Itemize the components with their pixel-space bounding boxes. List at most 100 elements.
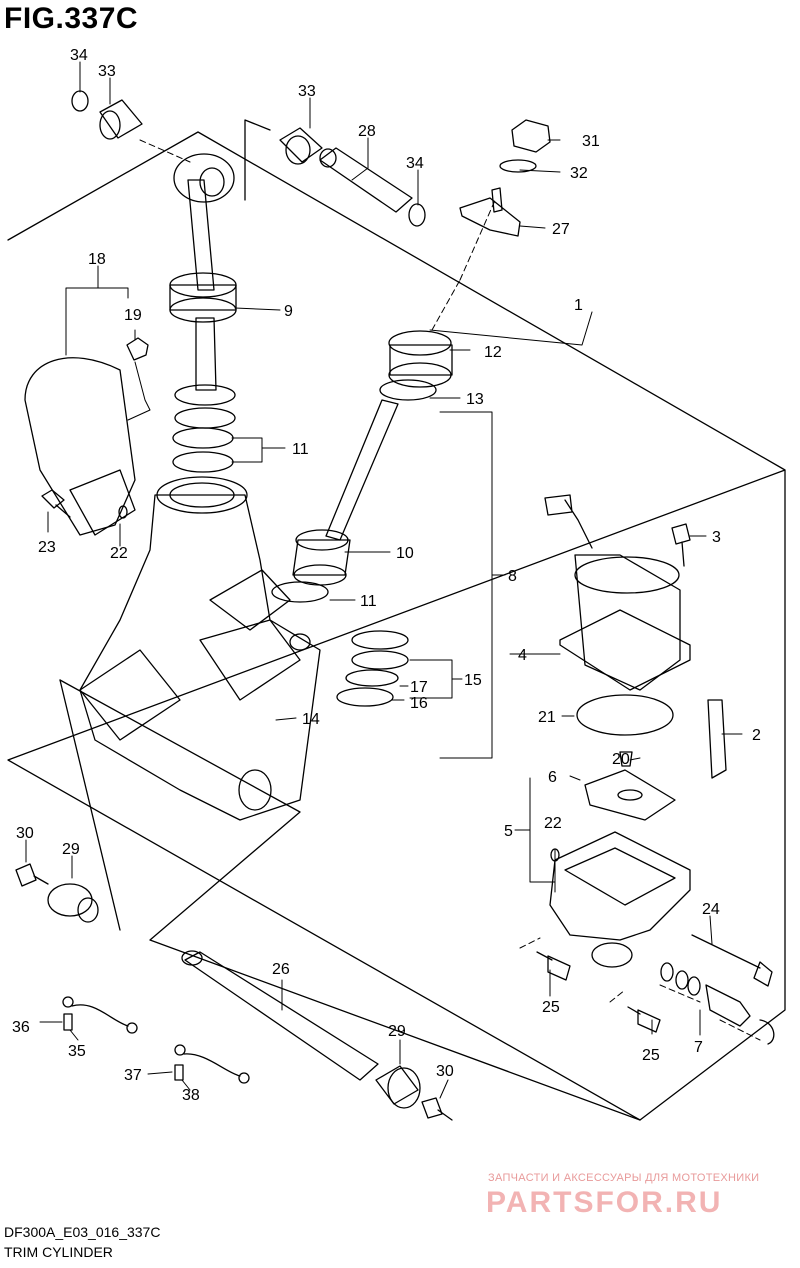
- motor-4: [574, 554, 681, 691]
- figure-caption: TRIM CYLINDER: [4, 1244, 113, 1260]
- pin-26: [184, 951, 379, 1081]
- o-ring-22a: [118, 505, 128, 519]
- callout-5: 5: [504, 823, 513, 840]
- callout-9: 9: [284, 303, 293, 320]
- callout-12: 12: [484, 344, 502, 361]
- bushing-33-right: [279, 127, 323, 163]
- assembly-outline-inner: [59, 679, 641, 1121]
- bushing-29b: [375, 1065, 419, 1105]
- callout-10: 10: [396, 545, 414, 562]
- bushing-29a: [47, 883, 93, 917]
- callout-33b: 33: [298, 83, 316, 100]
- bushing-33-left: [99, 99, 143, 139]
- piston-rod-10: [325, 399, 399, 541]
- ring-16: [336, 687, 394, 707]
- circlip-34-right: [408, 203, 426, 227]
- piston-15: [351, 630, 409, 650]
- callout-36: 36: [12, 1019, 30, 1036]
- callout-25a: 25: [542, 999, 560, 1016]
- callout-3: 3: [712, 529, 721, 546]
- ground-wire-35: [71, 1004, 129, 1027]
- pin-28: [319, 147, 413, 213]
- ring-17: [345, 669, 399, 687]
- cover-18: [24, 357, 136, 536]
- figure-code: DF300A_E03_016_337C: [4, 1224, 161, 1240]
- o-ring-21: [576, 694, 674, 736]
- callout-14: 14: [302, 711, 320, 728]
- nut-31: [511, 119, 551, 153]
- callout-32: 32: [570, 165, 588, 182]
- valve-7: [705, 984, 751, 1027]
- bolt-25b: [627, 1006, 661, 1033]
- callout-16: 16: [410, 695, 428, 712]
- callout-2: 2: [752, 727, 761, 744]
- callout-18: 18: [88, 251, 106, 268]
- callout-4: 4: [518, 647, 527, 664]
- callout-21: 21: [538, 709, 556, 726]
- callout-20: 20: [612, 751, 630, 768]
- assembly-outline: [7, 131, 786, 1121]
- callout-29a: 29: [62, 841, 80, 858]
- callout-34a: 34: [70, 47, 88, 64]
- callout-15: 15: [464, 672, 482, 689]
- ring-38a: [174, 1044, 186, 1056]
- callout-35: 35: [68, 1043, 86, 1060]
- o-ring-11c: [271, 581, 329, 603]
- screw-37: [174, 1064, 184, 1081]
- callout-11a: 11: [292, 441, 309, 458]
- rod-eye: [173, 153, 235, 203]
- circlip-34-top: [71, 90, 89, 112]
- callout-8: 8: [508, 568, 517, 585]
- callout-31: 31: [582, 133, 600, 150]
- cap-12: [389, 344, 453, 376]
- o-ring-11b: [172, 451, 234, 473]
- callout-25b: 25: [642, 1047, 660, 1064]
- callout-22a: 22: [110, 545, 128, 562]
- callout-27: 27: [552, 221, 570, 238]
- leader-lines: [25, 61, 743, 1099]
- bolt-25a: [536, 951, 571, 981]
- bolt-30b: [421, 1097, 453, 1121]
- watermark-logo: PARTSFOR.RU: [486, 1186, 723, 1219]
- motor-flange: [559, 609, 691, 691]
- callout-23: 23: [38, 539, 56, 556]
- bolt-24: [691, 934, 773, 987]
- callout-13: 13: [466, 391, 484, 408]
- bolt-3: [671, 523, 691, 567]
- callout-28: 28: [358, 123, 376, 140]
- plate-6: [584, 769, 676, 821]
- callout-26: 26: [272, 961, 290, 978]
- watermark-tagline: ЗАПЧАСТИ И АКСЕССУАРЫ ДЛЯ МОТОТЕХНИКИ: [488, 1172, 760, 1184]
- callout-24: 24: [702, 901, 720, 918]
- callout-30a: 30: [16, 825, 34, 842]
- screw-36: [63, 1013, 73, 1031]
- rod-9: [187, 179, 215, 291]
- callout-37: 37: [124, 1067, 142, 1084]
- bolt-23: [41, 489, 71, 518]
- valve-27: [459, 197, 521, 237]
- cylinder-body-14: [79, 494, 321, 821]
- callout-6: 6: [548, 769, 557, 786]
- callout-7: 7: [694, 1039, 703, 1056]
- o-ring-13: [379, 379, 437, 401]
- callout-1: 1: [574, 297, 583, 314]
- dashed-lines: [139, 139, 761, 1041]
- callout-34b: 34: [406, 155, 424, 172]
- o-ring-7a: [660, 962, 674, 982]
- motor-cable: [544, 494, 593, 549]
- callout-33a: 33: [98, 63, 116, 80]
- clip-20: [619, 751, 633, 767]
- callout-22b: 22: [544, 815, 562, 832]
- circlip-7: [759, 1019, 775, 1045]
- callout-11b: 11: [360, 593, 377, 610]
- callout-38: 38: [182, 1087, 200, 1104]
- callout-19: 19: [124, 307, 142, 324]
- callout-30b: 30: [436, 1063, 454, 1080]
- ring-35a: [62, 996, 74, 1008]
- o-ring-11a: [172, 427, 234, 449]
- callout-29b: 29: [388, 1023, 406, 1040]
- o-ring-7c: [687, 976, 701, 996]
- callout-17: 17: [410, 679, 428, 696]
